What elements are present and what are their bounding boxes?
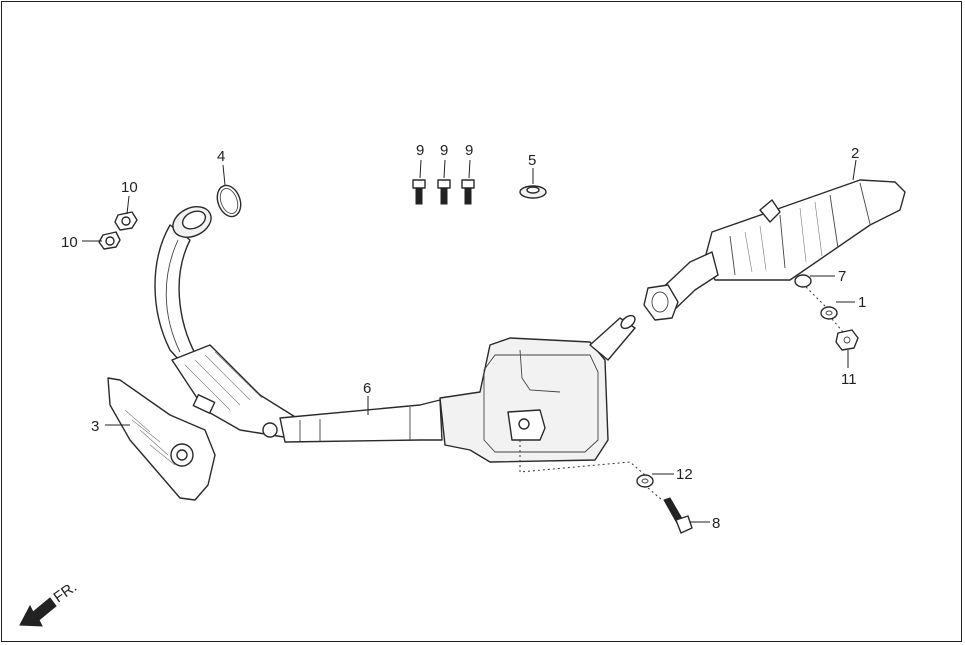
callout-3: 3 [91,418,99,435]
grommet [519,185,547,199]
callout-6: 6 [363,380,371,397]
callout-10a: 10 [121,179,138,196]
leader-lines [82,159,857,523]
callout-labels: 1 2 3 4 5 6 7 8 9 9 9 10 10 11 12 [61,142,866,532]
front-arrow-icon [19,597,57,627]
silencer [643,179,906,321]
silencer-hardware [794,274,859,351]
callout-4: 4 [217,148,225,165]
callout-9a: 9 [416,142,424,159]
callout-2: 2 [851,145,859,162]
callout-1: 1 [858,294,866,311]
callout-10b: 10 [61,234,78,251]
front-direction-indicator: FR. [19,578,81,627]
callout-5: 5 [528,152,536,169]
gasket-ring [216,184,242,218]
bolts-9 [412,179,475,205]
flange-nuts [98,211,138,250]
callout-9c: 9 [465,142,473,159]
callout-11: 11 [841,371,857,388]
muffler-mount-hardware [519,440,693,534]
callout-9b: 9 [440,142,448,159]
exhaust-pipe-assembly [154,206,636,463]
callout-8: 8 [712,515,720,532]
direction-label: FR. [51,578,81,606]
callout-12: 12 [676,466,693,483]
callout-7: 7 [838,268,846,285]
heat-shield [107,377,216,501]
